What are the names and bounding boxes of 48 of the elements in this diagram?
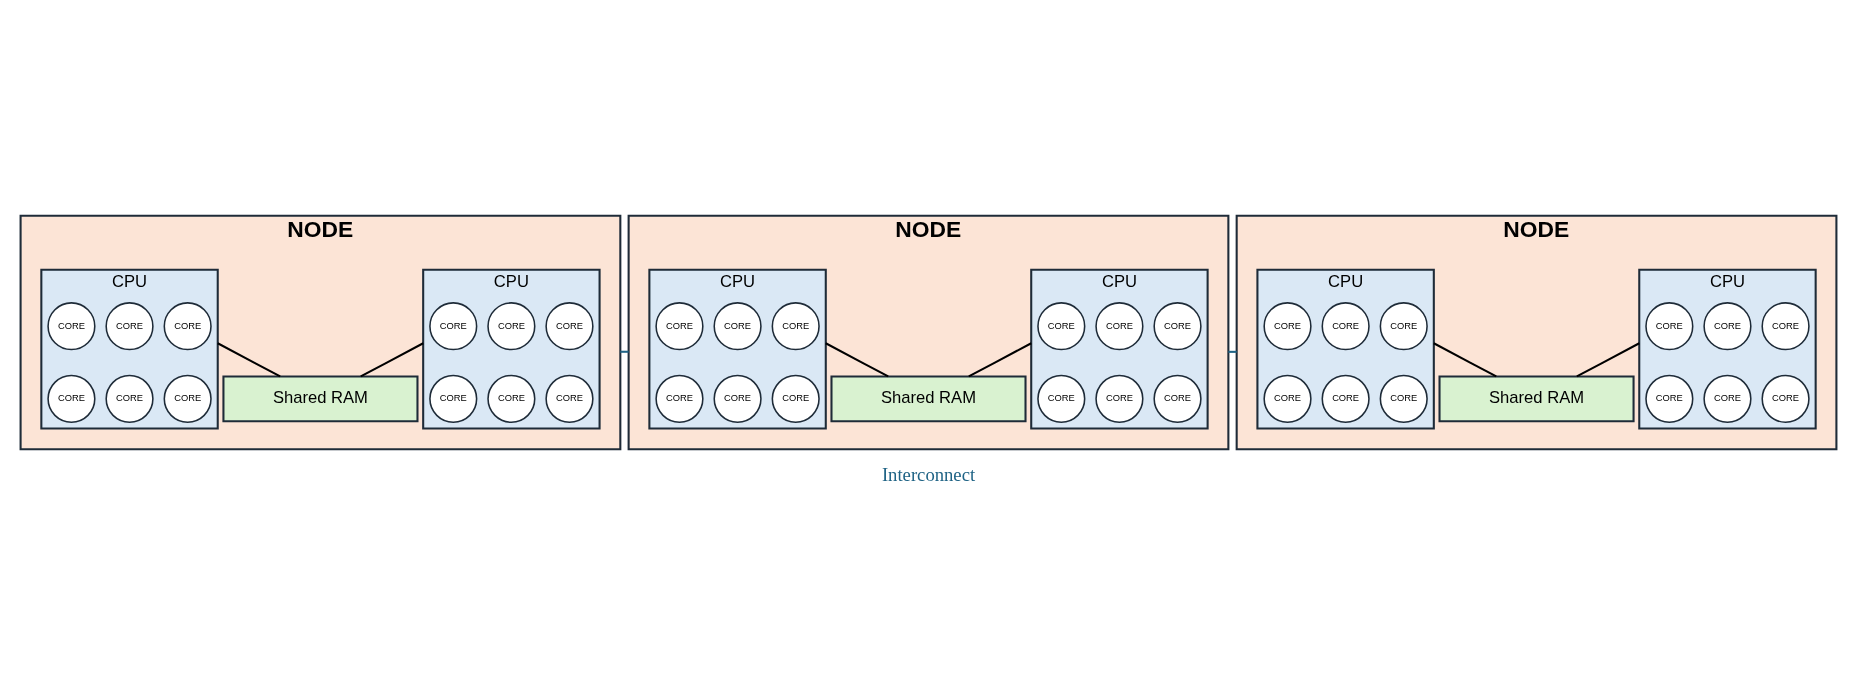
node-circle: CORE xyxy=(1703,302,1752,351)
node-circle: CORE xyxy=(655,302,704,351)
node-circle: CORE xyxy=(545,374,594,423)
connector xyxy=(217,342,281,378)
node-circle: CORE xyxy=(105,302,154,351)
node-circle: CORE xyxy=(1263,302,1312,351)
node-circle: CORE xyxy=(1153,374,1202,423)
connector xyxy=(620,350,629,353)
node-box: Shared RAM xyxy=(830,375,1027,423)
node-circle: CORE xyxy=(1095,302,1144,351)
connector xyxy=(1576,342,1640,378)
node-circle: CORE xyxy=(1379,302,1428,351)
node-circle: CORE xyxy=(1037,374,1086,423)
node-circle: CORE xyxy=(1379,374,1428,423)
node-circle: CORE xyxy=(1321,302,1370,351)
node-circle: CORE xyxy=(47,302,96,351)
node-circle: CORE xyxy=(1761,374,1810,423)
node-circle: CORE xyxy=(1761,302,1810,351)
node-circle: CORE xyxy=(1037,302,1086,351)
node-box: Shared RAM xyxy=(1438,375,1635,423)
node-circle: CORE xyxy=(163,374,212,423)
node-circle: CORE xyxy=(1645,302,1694,351)
node-circle: CORE xyxy=(1153,302,1202,351)
connector xyxy=(1228,350,1237,353)
connector xyxy=(1433,342,1497,378)
label: Interconnect xyxy=(881,463,976,485)
node-circle: CORE xyxy=(713,302,762,351)
node-circle: CORE xyxy=(429,302,478,351)
node-circle: CORE xyxy=(47,374,96,423)
node-circle: CORE xyxy=(1263,374,1312,423)
node-circle: CORE xyxy=(713,374,762,423)
connector xyxy=(968,342,1032,378)
node-circle: CORE xyxy=(487,302,536,351)
node-circle: CORE xyxy=(655,374,704,423)
node-circle: CORE xyxy=(545,302,594,351)
node-circle: CORE xyxy=(771,302,820,351)
node-circle: CORE xyxy=(429,374,478,423)
node-circle: CORE xyxy=(1321,374,1370,423)
connector xyxy=(360,342,424,378)
node-circle: CORE xyxy=(105,374,154,423)
node-circle: CORE xyxy=(1703,374,1752,423)
node-box: Shared RAM xyxy=(222,375,419,423)
connector xyxy=(825,342,889,378)
node-circle: CORE xyxy=(771,374,820,423)
node-circle: CORE xyxy=(1095,374,1144,423)
node-circle: CORE xyxy=(1645,374,1694,423)
node-circle: CORE xyxy=(163,302,212,351)
node-circle: CORE xyxy=(487,374,536,423)
